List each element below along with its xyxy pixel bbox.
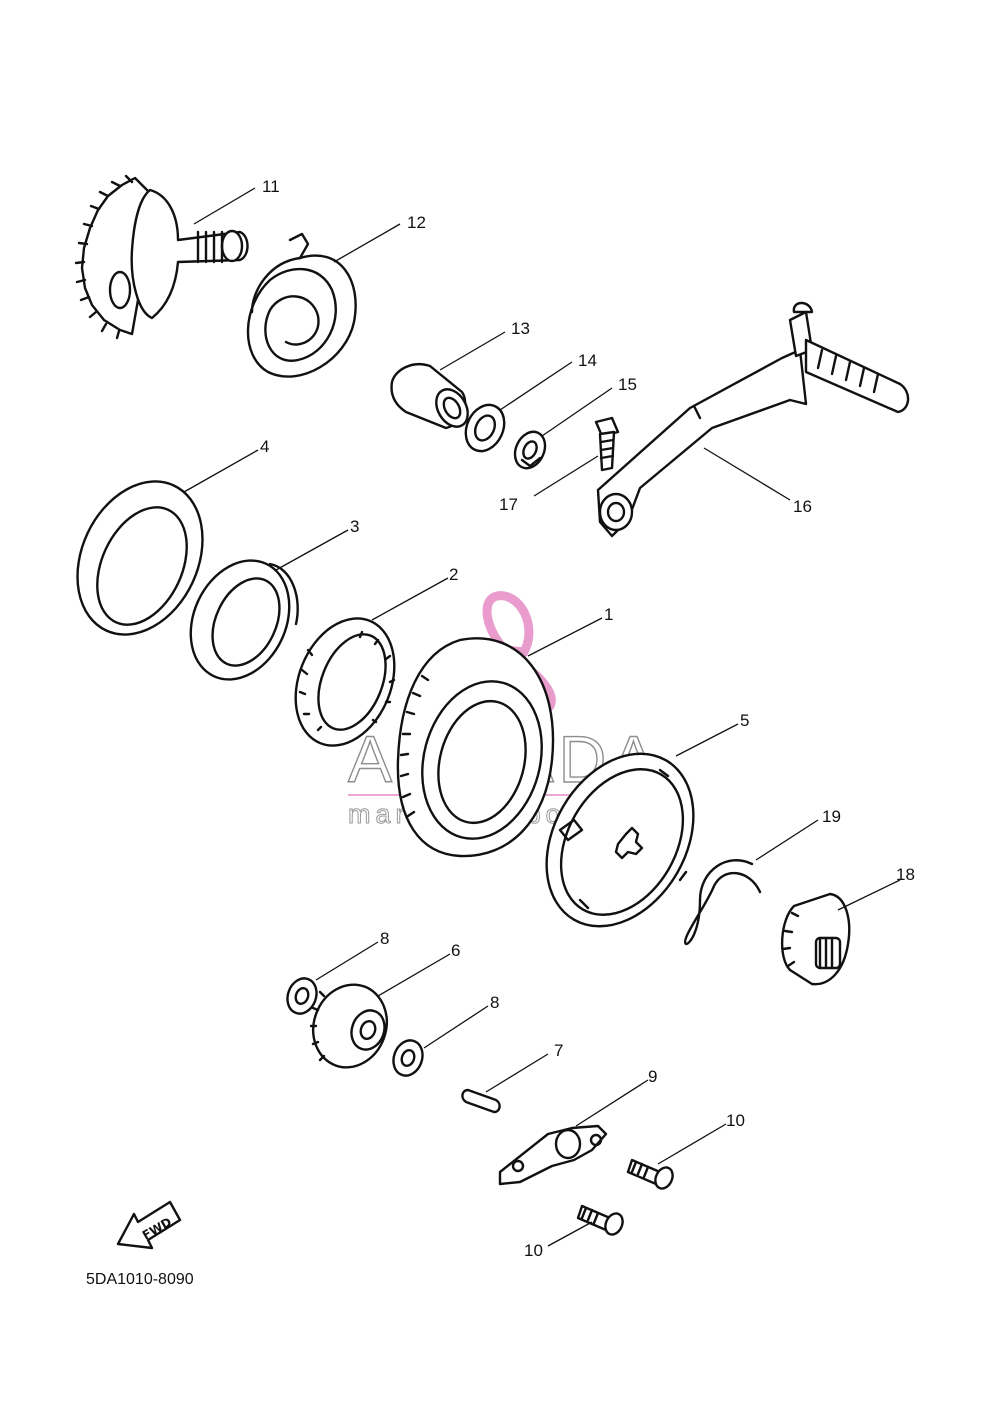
callout-5: 5 [740, 711, 749, 730]
callout-12: 12 [407, 213, 426, 232]
callout-11: 11 [262, 177, 280, 196]
callout-10-upper: 10 [726, 1111, 745, 1130]
part-11-kick-axle [74, 174, 249, 340]
callout-4: 4 [260, 437, 269, 456]
part-2-needle-bearing [294, 617, 396, 747]
part-9-guide-plate [498, 1124, 608, 1186]
part-4-ring [76, 480, 204, 636]
callout-17: 17 [499, 495, 518, 514]
part-1-kick-gear [396, 637, 555, 858]
part-13-collar [390, 363, 469, 430]
part-8-washer-lower [392, 1039, 424, 1077]
callout-15: 15 [618, 375, 637, 394]
part-7-pin [461, 1088, 501, 1114]
callout-1: 1 [604, 605, 613, 624]
callout-7: 7 [554, 1041, 563, 1060]
callout-14: 14 [578, 351, 597, 370]
part-18-pinion-gear [780, 892, 851, 986]
callout-8-upper: 8 [380, 929, 389, 948]
callout-16: 16 [793, 497, 812, 516]
callout-13: 13 [511, 319, 530, 338]
callout-3: 3 [350, 517, 359, 536]
callout-6: 6 [451, 941, 460, 960]
diagram-code: 5DA1010-8090 [86, 1271, 194, 1288]
callout-2: 2 [449, 565, 458, 584]
part-3-bearing-race [189, 559, 299, 681]
fwd-arrow-icon: FWD [116, 1200, 182, 1250]
callout-18: 18 [896, 865, 915, 884]
callout-9: 9 [648, 1067, 657, 1086]
part-16-kick-crank [596, 301, 910, 538]
part-17-bolt [594, 416, 620, 472]
part-14-washer [464, 403, 506, 453]
callout-8-lower: 8 [490, 993, 499, 1012]
part-12-kick-spring [246, 232, 357, 378]
part-19-clip [683, 859, 762, 946]
part-6-idler-gear [309, 983, 388, 1069]
callout-19: 19 [822, 807, 841, 826]
part-10-screw-upper [626, 1158, 674, 1190]
callout-10-lower: 10 [524, 1241, 543, 1260]
part-15-circlip [513, 430, 547, 470]
leader-lines [183, 187, 901, 1247]
callout-labels: 11 12 13 14 15 17 16 4 3 2 1 5 19 18 8 6… [260, 177, 915, 1260]
part-5-clutch-plate [545, 752, 695, 928]
part-8-washer-upper [286, 977, 318, 1015]
part-10-screw-lower [576, 1204, 624, 1236]
